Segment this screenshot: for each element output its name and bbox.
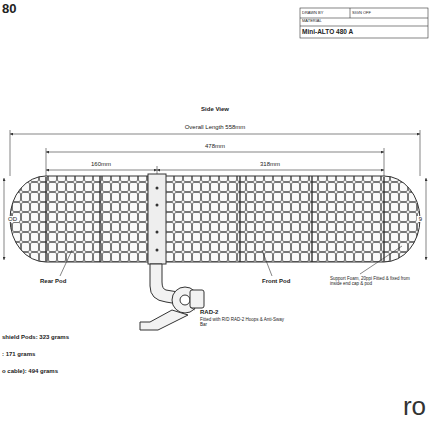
dimension: 318mm	[258, 161, 282, 168]
dimension: OD	[6, 216, 19, 223]
title-block-field: SIGN OFF	[352, 11, 371, 16]
dimension: 9	[417, 216, 424, 223]
dimension-lines	[4, 130, 426, 260]
part-name: RAD-2	[200, 309, 218, 316]
title-block	[300, 8, 428, 38]
note: Support Foam, 20ppi Fitted & fixed from …	[330, 276, 422, 286]
dimension: Overall Length 558mm	[183, 124, 248, 131]
dimension: 478mm	[203, 143, 227, 150]
weight: shield Pods: 323 grams	[2, 334, 69, 341]
weight: : 171 grams	[2, 351, 35, 358]
drawing-number: 80	[2, 2, 16, 17]
title-block-field: MATERIAL	[302, 19, 322, 24]
logo: ro	[403, 392, 426, 422]
drawing-title: Mini-ALTO 480 A	[302, 28, 353, 35]
part-name: Rear Pod	[40, 278, 66, 285]
mount	[140, 264, 204, 330]
dimension: 160mm	[89, 161, 113, 168]
note: Fitted with R/D RAD-2 Hoops & Anti-Sway …	[200, 317, 292, 327]
part-name: Front Pod	[262, 278, 290, 285]
clamp	[148, 174, 166, 264]
view-title: Side View	[201, 106, 229, 113]
windshield	[0, 170, 430, 270]
weight: o cable): 494 grams	[2, 368, 58, 375]
title-block-field: DRAWN BY	[302, 11, 323, 16]
